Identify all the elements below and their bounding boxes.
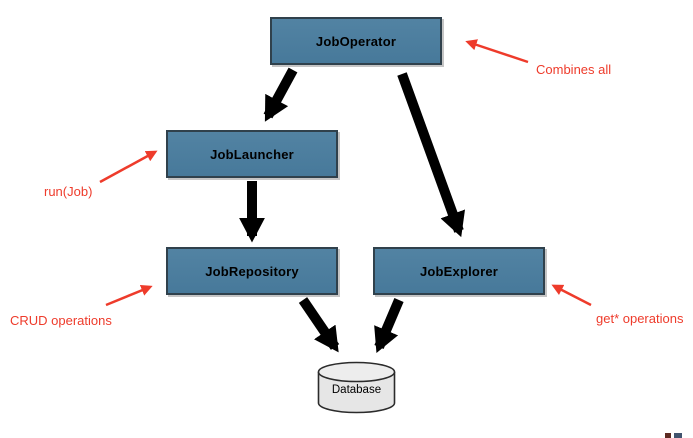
annotation-combines-all: Combines all (536, 62, 612, 77)
annotation-crud-operations-arrow (105, 284, 153, 307)
database-label: Database (331, 384, 382, 396)
annotation-crud-operations: CRUD operations (10, 313, 112, 328)
node-joboperator-label: JobOperator (315, 33, 397, 49)
annotation-get-operations: get* operations (596, 311, 684, 326)
annotation-run-job: run(Job) (44, 184, 93, 199)
edge-jobrepository-database-arrow (298, 297, 340, 353)
node-joblauncher: JobLauncher (166, 130, 338, 178)
node-jobrepository-label: JobRepository (205, 263, 299, 279)
node-jobexplorer: JobExplorer (373, 247, 545, 295)
edge-joboperator-jobexplorer-arrow (397, 72, 466, 238)
database-cylinder (317, 361, 396, 414)
annotation-run-job-arrow (99, 150, 158, 184)
clipped-footer-mark (665, 433, 682, 438)
edge-jobexplorer-database-arrow (374, 298, 404, 353)
node-joblauncher-label: JobLauncher (210, 146, 294, 162)
footer-mark-right (674, 433, 682, 438)
edge-joboperator-joblauncher-arrow (263, 67, 298, 122)
footer-mark-left (665, 433, 671, 438)
annotation-combines-all-arrow (465, 39, 529, 64)
node-joboperator: JobOperator (270, 17, 442, 65)
annotation-get-operations-arrow (551, 284, 592, 307)
node-jobrepository: JobRepository (166, 247, 338, 295)
node-jobexplorer-label: JobExplorer (419, 263, 499, 279)
